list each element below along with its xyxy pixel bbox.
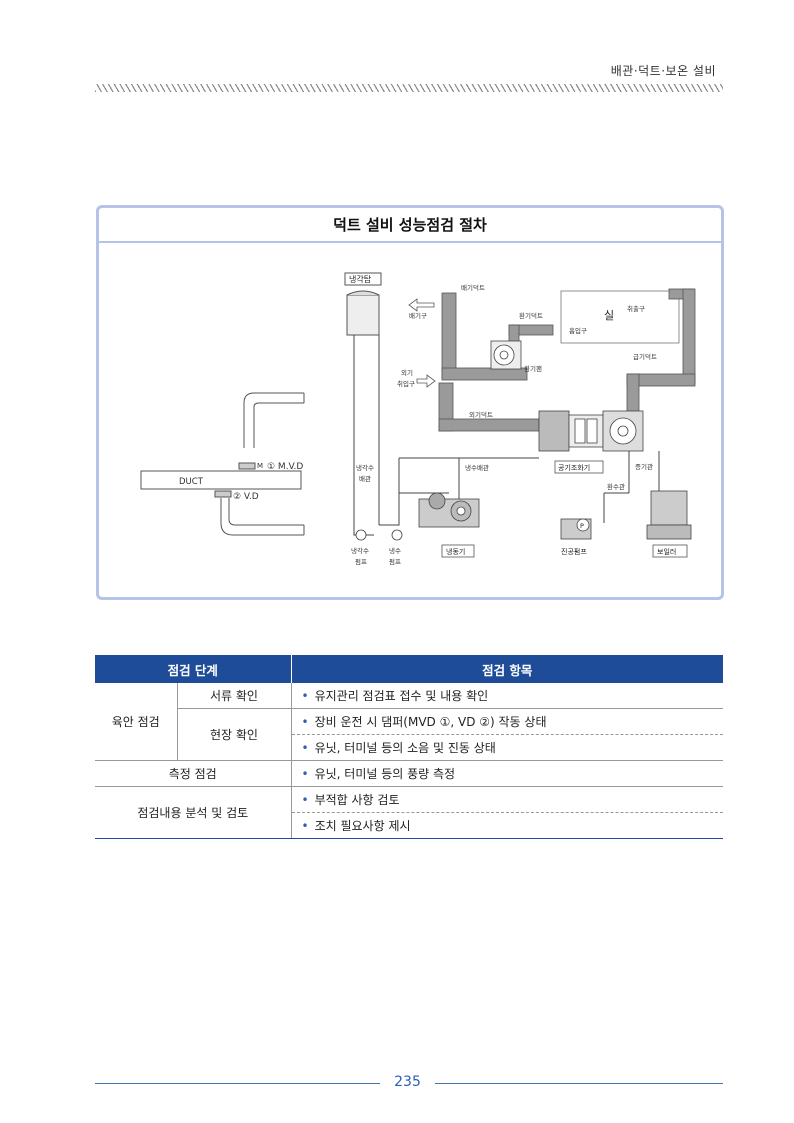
table-row: • 유닛, 터미널 등의 풍량 측정 — [291, 760, 723, 787]
vacuum-pump-label: 진공펌프 — [561, 547, 587, 556]
inspection-table: 점검 단계 점검 항목 육안 점검 서류 확인 • 유지관리 점검표 접수 및 내… — [95, 655, 723, 839]
bullet-icon: • — [301, 767, 309, 781]
item-text: 조치 필요사항 제시 — [314, 819, 411, 833]
header-stripe — [95, 84, 723, 92]
ventilation-fan-label: 환기팬 — [524, 364, 542, 373]
condenser-pipe-line1: 냉각수 — [356, 463, 374, 472]
footer-rule-right — [435, 1083, 723, 1084]
room-label: 실 — [604, 309, 614, 322]
ahu-label: 공기조화기 — [558, 463, 590, 472]
outdoor-duct-label: 외기덕트 — [469, 410, 493, 419]
duct-system-diagram: M ① M.V.D DUCT ② V.D 냉각탑 배기덕트 배기구 — [140, 272, 696, 566]
stage-analysis: 점검내용 분석 및 검토 — [95, 786, 292, 839]
table-row: • 조치 필요사항 제시 — [291, 812, 723, 839]
item-text: 유지관리 점검표 접수 및 내용 확인 — [314, 689, 489, 703]
item-text: 부적합 사항 검토 — [314, 793, 400, 807]
condenser-pump-icon — [355, 529, 367, 541]
exhaust-duct-label: 배기덕트 — [461, 283, 485, 292]
chilled-pipe-label: 냉수배관 — [465, 463, 489, 472]
figure-title: 덕트 설비 성능점검 절차 — [99, 208, 721, 243]
cooling-tower-label: 냉각탑 — [349, 274, 372, 284]
chiller-label: 냉동기 — [446, 547, 465, 556]
header-stage: 점검 단계 — [95, 655, 292, 683]
chilled-pump-icon — [391, 529, 403, 541]
boiler-label: 보일러 — [657, 547, 676, 556]
condenser-pump-line2: 펌프 — [355, 558, 367, 566]
sub-docs: 서류 확인 — [177, 683, 292, 709]
table-row: • 부적합 사항 검토 — [291, 786, 723, 813]
room-box — [560, 290, 680, 344]
bullet-icon: • — [301, 741, 309, 755]
outlet-label: 취출구 — [627, 304, 645, 313]
item-text: 유닛, 터미널 등의 풍량 측정 — [314, 767, 456, 781]
footer-rule-left — [95, 1083, 380, 1084]
duct-damper-detail — [140, 392, 305, 536]
stage-visual: 육안 점검 — [95, 683, 178, 761]
vacuum-pump-symbol: P — [580, 522, 584, 530]
running-header: 배관·덕트·보온 설비 — [610, 64, 716, 78]
sub-site: 현장 확인 — [177, 708, 292, 761]
ventilation-duct-label: 환기덕트 — [519, 311, 543, 320]
cooling-tower — [344, 272, 382, 336]
mvd-label: ① M.V.D — [267, 462, 303, 472]
supply-duct-label: 급기덕트 — [633, 352, 657, 361]
boiler — [646, 490, 692, 540]
stage-measure: 측정 점검 — [95, 760, 292, 787]
exhaust-duct — [441, 292, 528, 381]
chilled-pump-line2: 펌프 — [389, 558, 401, 566]
chilled-pump-line1: 냉수 — [389, 546, 401, 555]
table-row: • 유지관리 점검표 접수 및 내용 확인 — [291, 683, 723, 709]
mvd-symbol: M — [257, 462, 263, 470]
bullet-icon: • — [301, 715, 309, 729]
header-items: 점검 항목 — [291, 655, 723, 683]
supply-duct — [626, 288, 696, 415]
vd-label: ② V.D — [233, 492, 259, 502]
ventilation-fan — [490, 340, 522, 370]
table-row: • 장비 운전 시 댐퍼(MVD ①, VD ②) 작동 상태 — [291, 708, 723, 735]
vacuum-pump — [560, 518, 592, 540]
page-number: 235 — [394, 1074, 421, 1090]
bullet-icon: • — [301, 819, 309, 833]
exhaust-port-label: 배기구 — [409, 311, 427, 320]
condenser-pipe-line2: 배관 — [359, 474, 371, 483]
inlet-label: 흡입구 — [569, 326, 587, 335]
return-pipe-label: 환수관 — [607, 482, 625, 491]
outdoor-intake-line1: 외기 — [401, 368, 413, 377]
air-handling-unit — [538, 410, 644, 452]
exhaust-arrow-icon — [408, 298, 435, 312]
intake-arrow-icon — [416, 374, 436, 388]
duct-label: DUCT — [179, 477, 204, 487]
steam-pipe-label: 증기관 — [635, 462, 653, 471]
item-text: 장비 운전 시 댐퍼(MVD ①, VD ②) 작동 상태 — [314, 715, 547, 729]
outdoor-duct — [438, 382, 540, 432]
bullet-icon: • — [301, 793, 309, 807]
item-text: 유닛, 터미널 등의 소음 및 진동 상태 — [314, 741, 496, 755]
table-row: • 유닛, 터미널 등의 소음 및 진동 상태 — [291, 734, 723, 761]
bullet-icon: • — [301, 689, 309, 703]
chiller — [418, 492, 480, 528]
condenser-pump-line1: 냉각수 — [351, 546, 369, 555]
figure-panel: 덕트 설비 성능점검 절차 M ① M.V.D DUCT ② V.D — [96, 205, 724, 600]
outdoor-intake-line2: 취입구 — [397, 380, 415, 388]
